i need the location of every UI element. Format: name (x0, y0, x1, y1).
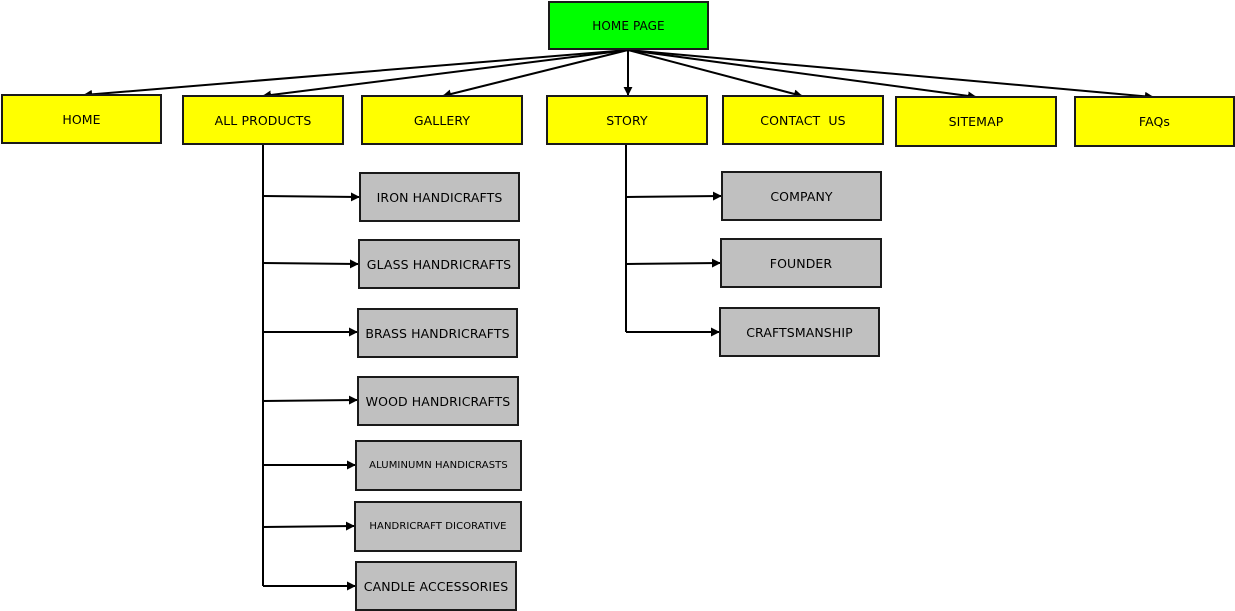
nav-box-home[interactable]: HOME (1, 94, 162, 144)
arrow-to-faqs (627, 49, 1154, 101)
product-box-candle[interactable]: CANDLE ACCESSORIES (355, 561, 517, 611)
nav-label-story: STORY (606, 112, 648, 128)
story-label-founder: FOUNDER (769, 255, 833, 271)
product-box-brass[interactable]: BRASS HANDRICRAFTS (357, 308, 518, 358)
nav-label-sitemap: SITEMAP (948, 114, 1004, 129)
product-label-wood: WOOD HANDRICRAFTS (365, 393, 511, 409)
arrow-to-iron (262, 192, 360, 202)
product-label-candle: CANDLE ACCESSORIES (363, 578, 509, 594)
story-label-craftsmanship: CRAFTSMANSHIP (746, 324, 853, 340)
arrow-to-all-products (262, 49, 629, 100)
product-label-aluminum: ALUMINUMN HANDICRASTS (369, 460, 508, 471)
product-label-glass: GLASS HANDRICRAFTS (366, 256, 512, 272)
nav-label-contact-us: CONTACT US (760, 112, 846, 128)
arrow-to-founder (625, 258, 721, 268)
product-box-glass[interactable]: GLASS HANDRICRAFTS (358, 239, 520, 289)
product-box-decorative[interactable]: HANDRICRAFT DICORATIVE (354, 501, 522, 552)
nav-box-all-products[interactable]: ALL PRODUCTS (182, 95, 344, 145)
story-box-company[interactable]: COMPANY (721, 171, 882, 221)
product-box-wood[interactable]: WOOD HANDRICRAFTS (357, 376, 519, 426)
product-label-brass: BRASS HANDRICRAFTS (365, 325, 510, 341)
story-box-craftsmanship[interactable]: CRAFTSMANSHIP (719, 307, 880, 357)
nav-box-faqs[interactable]: FAQs (1074, 96, 1235, 147)
arrow-to-wood (262, 395, 358, 405)
nav-box-gallery[interactable]: GALLERY (361, 95, 523, 145)
nav-label-all-products: ALL PRODUCTS (214, 112, 312, 128)
nav-label-home: HOME (62, 111, 101, 127)
arrow-to-gallery (442, 49, 629, 99)
nav-label-gallery: GALLERY (413, 112, 471, 128)
arrow-to-decorative (262, 521, 355, 531)
arrow-to-company (625, 191, 722, 201)
product-box-iron[interactable]: IRON HANDICRAFTS (359, 172, 520, 222)
product-label-iron: IRON HANDICRAFTS (376, 189, 503, 205)
arrow-to-sitemap (627, 49, 977, 101)
arrow-to-home (83, 49, 629, 99)
story-label-company: COMPANY (770, 188, 833, 204)
home-page-label: HOME PAGE (592, 18, 665, 33)
product-label-decorative: HANDRICRAFT DICORATIVE (369, 521, 507, 532)
product-box-aluminum[interactable]: ALUMINUMN HANDICRASTS (355, 440, 522, 491)
nav-box-contact-us[interactable]: CONTACT US (722, 95, 884, 145)
arrow-to-contact-us (627, 49, 803, 99)
story-box-founder[interactable]: FOUNDER (720, 238, 882, 288)
home-page-box[interactable]: HOME PAGE (548, 1, 709, 50)
nav-label-faqs: FAQs (1138, 114, 1171, 129)
nav-box-story[interactable]: STORY (546, 95, 708, 145)
nav-box-sitemap[interactable]: SITEMAP (895, 96, 1057, 147)
arrow-to-glass (262, 259, 359, 269)
